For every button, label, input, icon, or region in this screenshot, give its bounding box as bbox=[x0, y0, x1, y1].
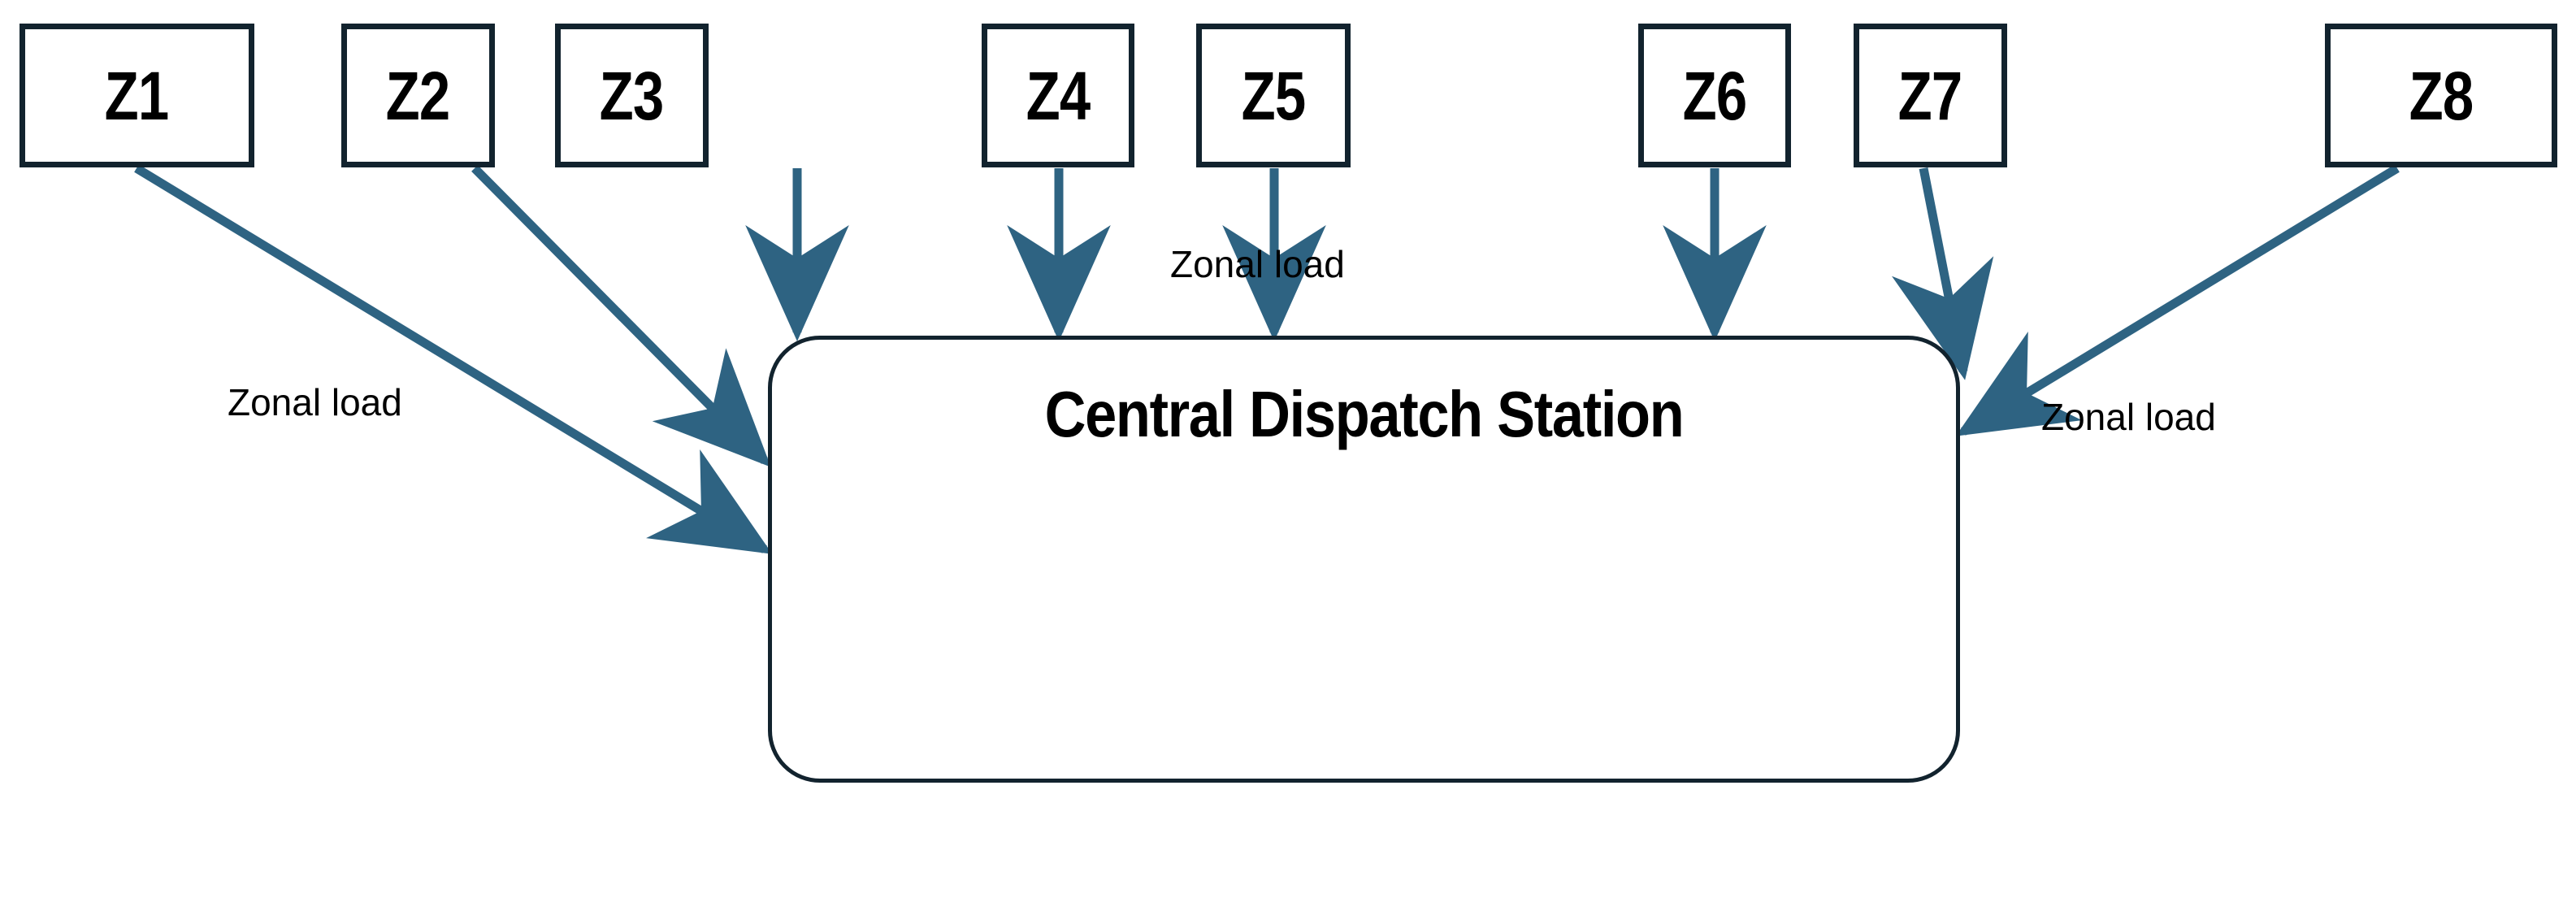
zone-node-z3[interactable]: Z3 bbox=[555, 24, 709, 167]
edge-label-zonal-load: Zonal load bbox=[2041, 396, 2216, 438]
zone-node-label: Z4 bbox=[1026, 57, 1091, 134]
zone-node-z5[interactable]: Z5 bbox=[1196, 24, 1351, 167]
zone-node-z1[interactable]: Z1 bbox=[20, 24, 254, 167]
zone-node-z2[interactable]: Z2 bbox=[341, 24, 495, 167]
edge-label-zonal-load: Zonal load bbox=[1170, 243, 1345, 285]
central-dispatch-station-label: Central Dispatch Station bbox=[1044, 378, 1685, 450]
edge-z2-to-hub bbox=[471, 165, 771, 467]
zone-node-z8[interactable]: Z8 bbox=[2325, 24, 2557, 167]
edge-z1-to-hub bbox=[134, 164, 773, 554]
zone-node-label: Z5 bbox=[1241, 57, 1307, 134]
zone-node-label: Z2 bbox=[386, 57, 451, 134]
edge-label-zonal-load: Zonal load bbox=[228, 381, 402, 423]
edge-z8-to-hub bbox=[1955, 164, 2400, 436]
zone-node-label: Z1 bbox=[105, 57, 170, 134]
zone-node-z6[interactable]: Z6 bbox=[1638, 24, 1791, 167]
zone-node-label: Z3 bbox=[600, 57, 665, 134]
zone-node-label: Z8 bbox=[2409, 57, 2474, 134]
central-dispatch-station-node[interactable]: Central Dispatch Station bbox=[768, 336, 1960, 783]
zone-node-label: Z6 bbox=[1682, 57, 1748, 134]
zone-node-z4[interactable]: Z4 bbox=[982, 24, 1134, 167]
zone-node-label: Z7 bbox=[1898, 57, 1963, 134]
zone-node-z7[interactable]: Z7 bbox=[1854, 24, 2007, 167]
